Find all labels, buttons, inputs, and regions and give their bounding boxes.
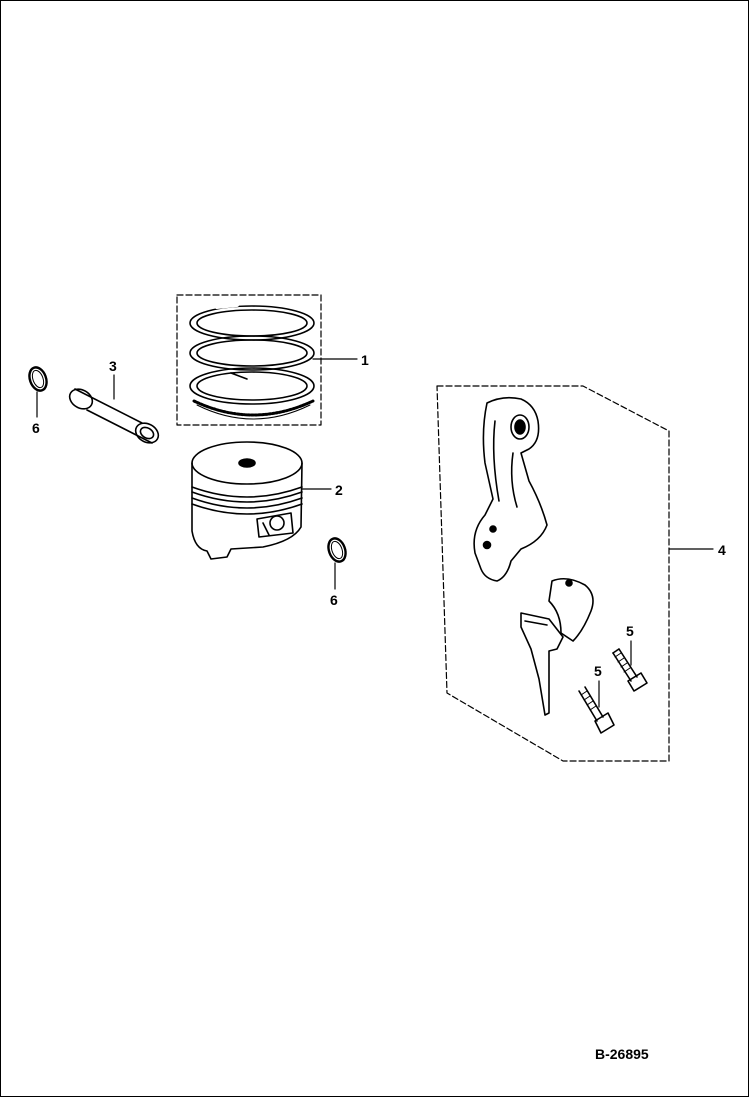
circlip-right — [327, 537, 347, 563]
rod-bolt-lower — [578, 686, 615, 734]
callout-2: 2 — [335, 482, 343, 498]
drawing-code: B-26895 — [595, 1046, 649, 1062]
callout-5-lower: 5 — [594, 663, 602, 679]
callout-3: 3 — [109, 358, 117, 374]
callout-6-right: 6 — [330, 592, 338, 608]
callout-5-upper: 5 — [626, 623, 634, 639]
callout-1: 1 — [361, 352, 369, 368]
connecting-rod-assembly — [436, 385, 670, 762]
callout-6-left: 6 — [32, 420, 40, 436]
callout-4: 4 — [718, 542, 726, 558]
leader-lines — [36, 358, 714, 708]
circlip-left — [28, 366, 48, 392]
piston-pin — [68, 388, 160, 444]
piston-ring-set — [176, 294, 322, 426]
piston — [191, 441, 303, 560]
rod-bolt-upper — [612, 648, 648, 692]
